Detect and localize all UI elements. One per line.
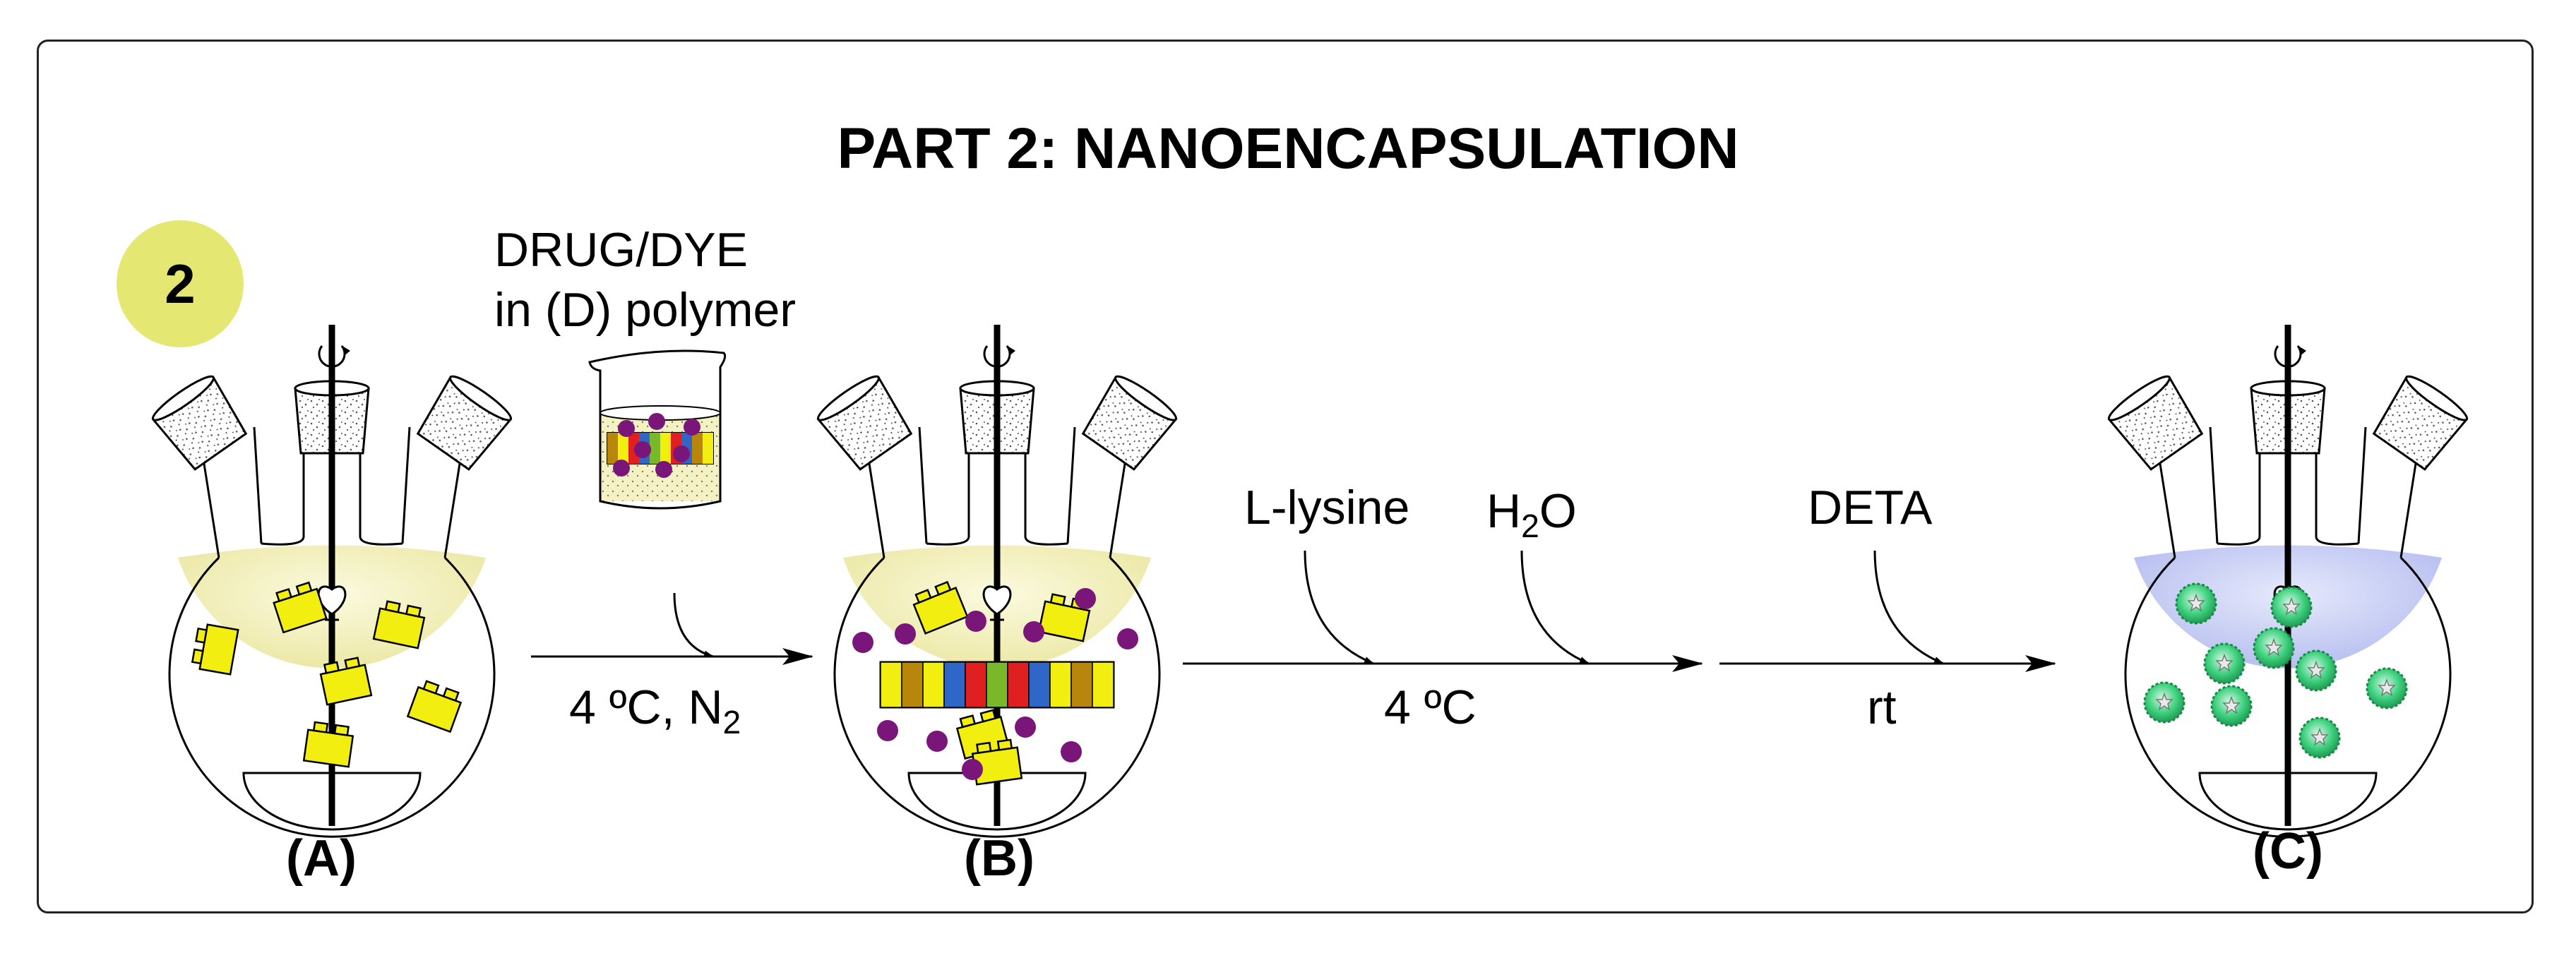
label-flask-a: (A) xyxy=(286,830,357,887)
addition-arrow-lysine xyxy=(1304,550,1374,665)
addition-arrow-deta xyxy=(1873,550,1944,665)
flask-c xyxy=(2104,325,2472,838)
reagent-polymer: in (D) polymer xyxy=(494,283,796,337)
label-flask-b: (B) xyxy=(964,830,1034,887)
figure-title: PART 2: NANOENCAPSULATION xyxy=(837,116,1739,181)
reagent-l-lysine: L-lysine xyxy=(1244,481,1410,534)
reagent-deta: DETA xyxy=(1808,481,1933,534)
addition-arrow-beaker xyxy=(673,592,714,658)
addition-arrow-water xyxy=(1520,550,1590,665)
flask-b xyxy=(813,325,1181,838)
beaker xyxy=(588,349,727,510)
flask-a xyxy=(148,325,516,838)
condition-step3: rt xyxy=(1867,681,1897,734)
figure-frame xyxy=(37,40,2534,913)
reagent-drug-dye: DRUG/DYE xyxy=(494,223,748,277)
condition-step1: 4 ºC, N2 xyxy=(569,681,741,741)
reagent-water: H2O xyxy=(1486,484,1577,544)
step-badge: 2 xyxy=(117,220,244,347)
condition-step2: 4 ºC xyxy=(1384,681,1477,734)
